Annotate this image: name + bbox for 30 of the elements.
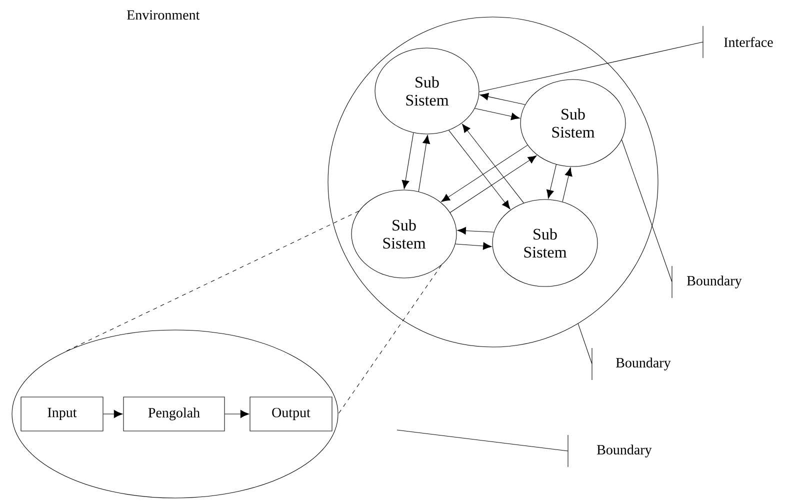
- arrow: [441, 144, 528, 202]
- arrow: [462, 124, 524, 204]
- leader-label: Boundary: [687, 276, 742, 288]
- leader-line: [621, 140, 672, 298]
- leader-label: Interface: [724, 37, 773, 47]
- leader-label: Boundary: [616, 358, 671, 370]
- arrow: [562, 167, 572, 202]
- zoom-line: [64, 210, 360, 353]
- leader-line: [396, 430, 568, 468]
- zoom-line: [338, 265, 442, 414]
- arrow: [457, 227, 494, 235]
- arrow: [418, 134, 430, 192]
- arrow: [480, 92, 526, 105]
- arrow: [546, 164, 557, 199]
- leader-label: Boundary: [597, 444, 652, 458]
- arrow: [448, 130, 510, 210]
- leader-line: [578, 323, 592, 380]
- arrow: [474, 108, 520, 120]
- leader-line: [479, 26, 704, 92]
- process-box: Pengolah: [123, 396, 225, 432]
- arrow: [402, 132, 414, 190]
- arrow: [455, 242, 492, 250]
- arrow: [450, 155, 537, 213]
- arrow: [224, 410, 250, 418]
- environment-label: Environment: [127, 10, 200, 20]
- process-box: Input: [20, 396, 104, 432]
- system-circle: [328, 16, 658, 348]
- arrow: [103, 410, 123, 418]
- zoom-ellipse: [12, 330, 338, 498]
- process-box: Output: [250, 396, 332, 432]
